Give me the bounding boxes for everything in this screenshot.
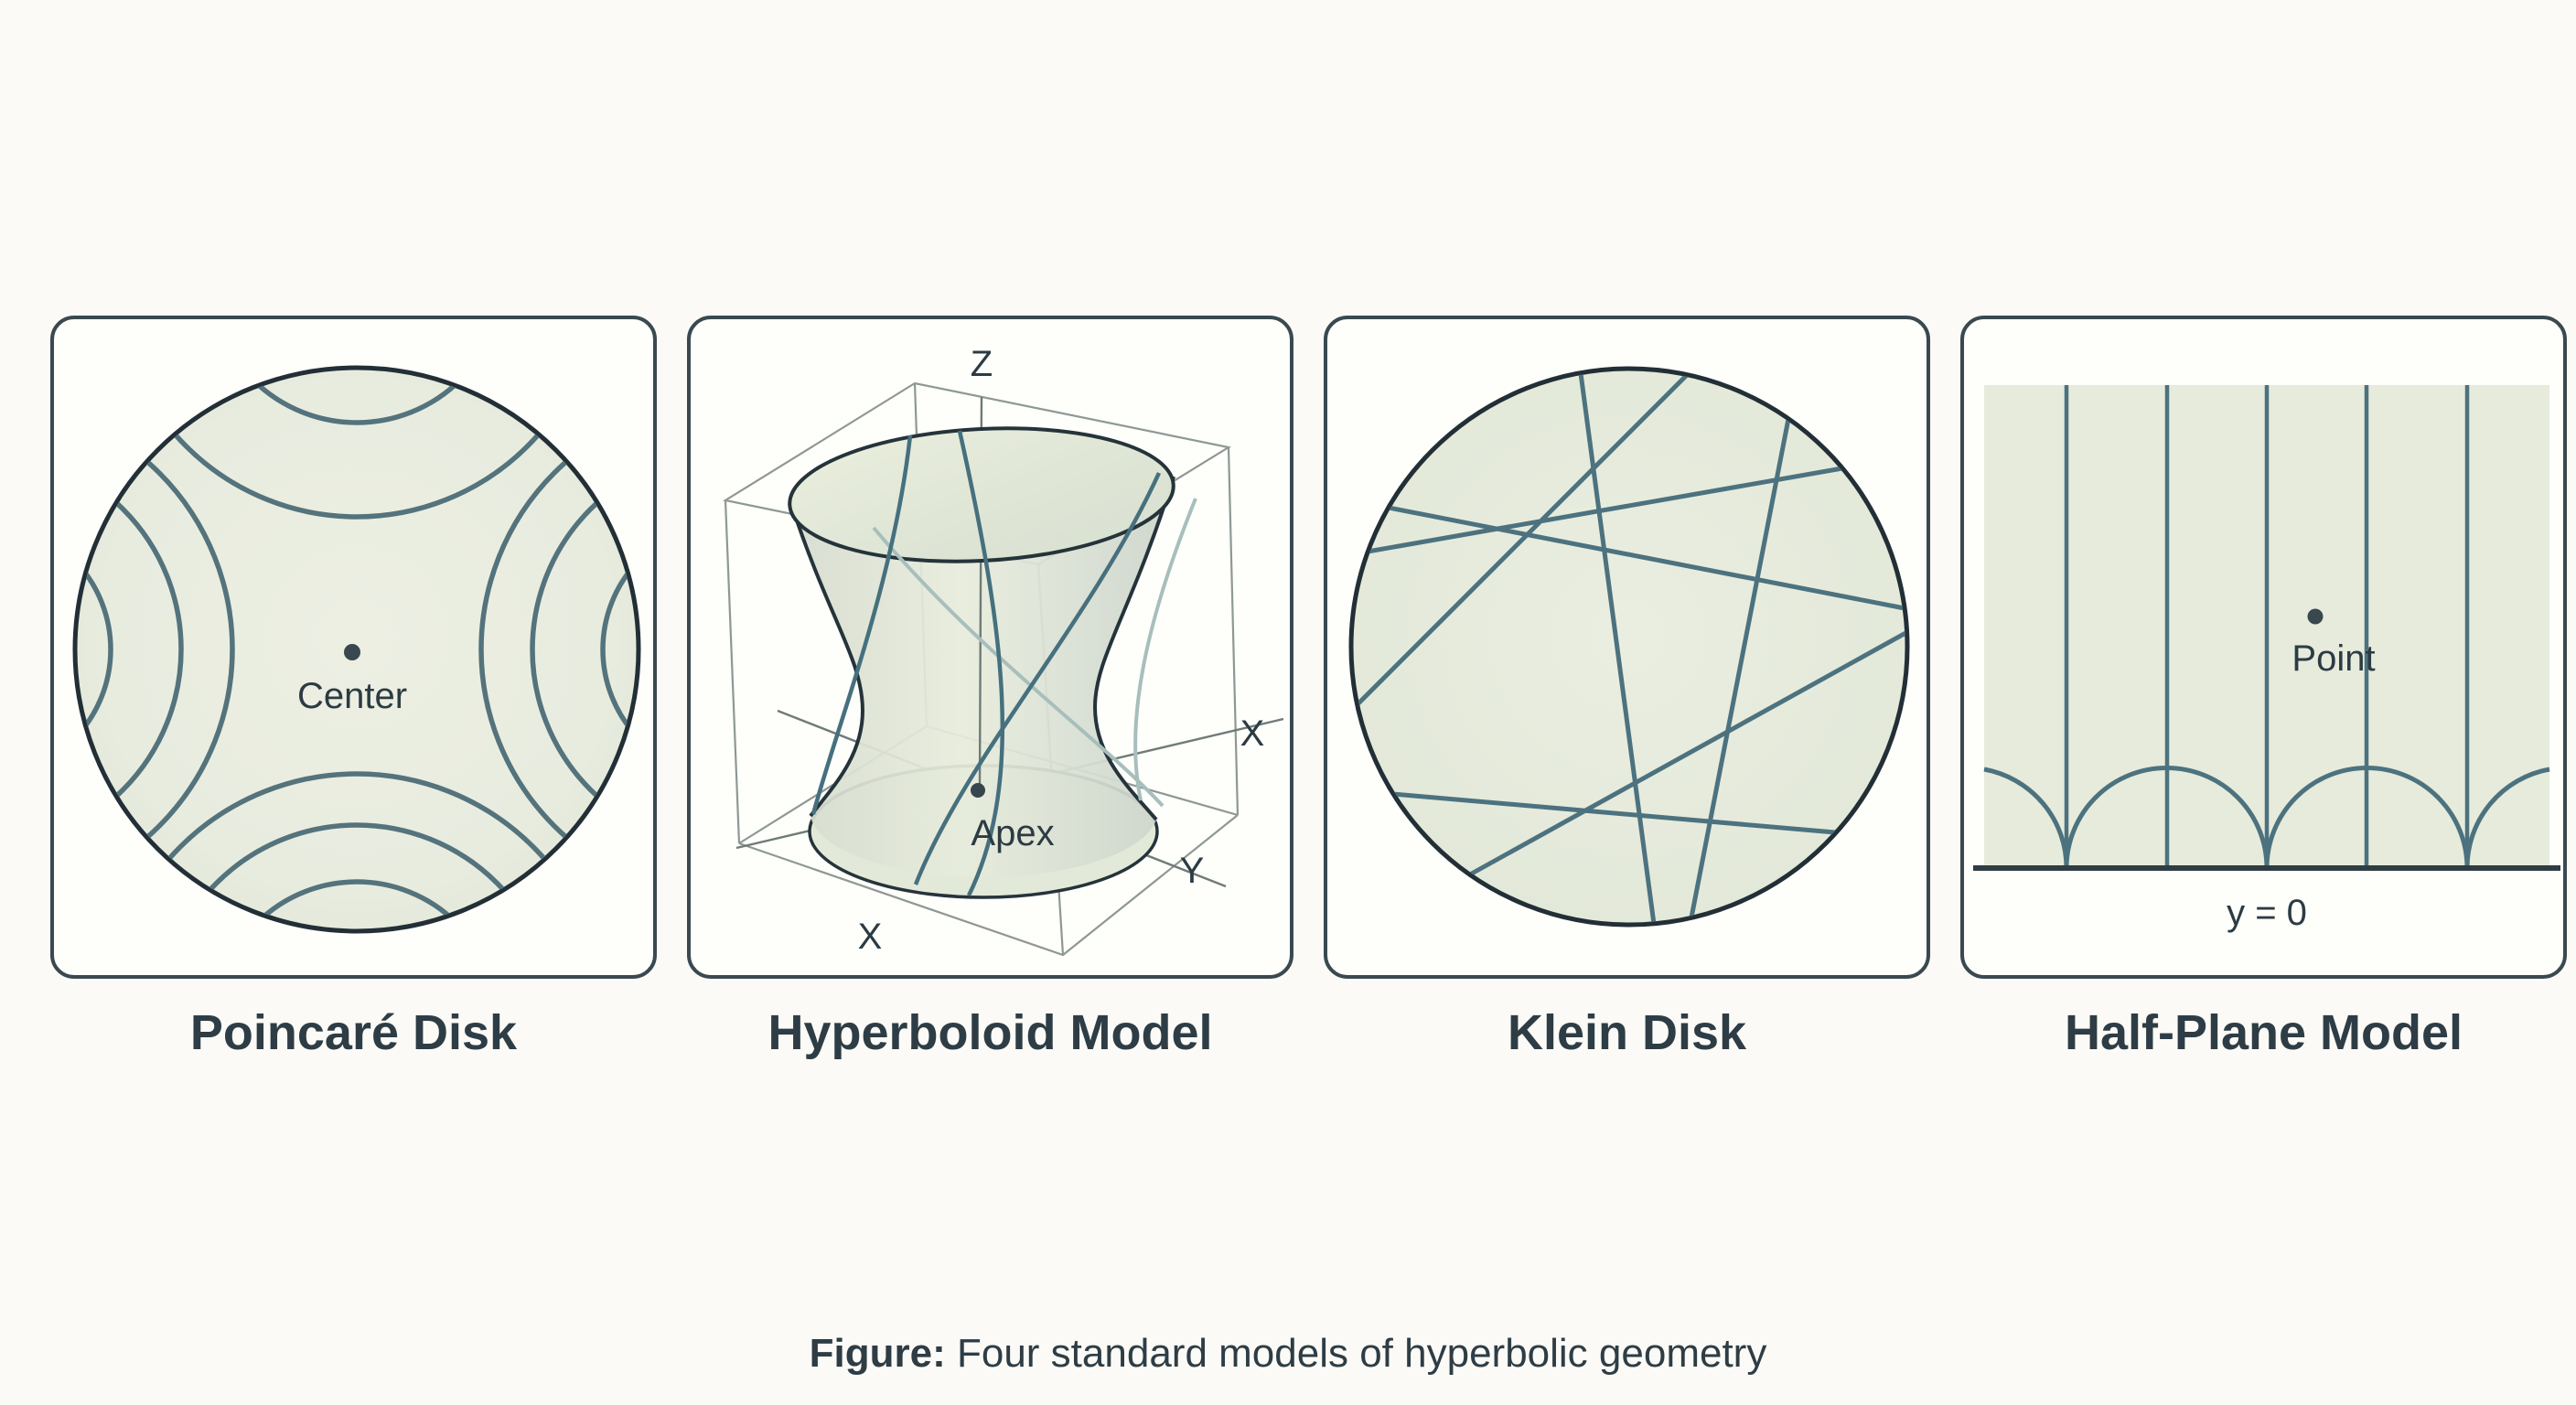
poincare-center-label: Center [297,676,407,716]
figure-caption-text: Four standard models of hyperbolic geome… [945,1331,1767,1376]
point-dot [2307,608,2324,625]
panel-klein-disk [1324,316,1930,979]
panel-poincare-disk: Center [50,316,657,979]
poincare-disk-title: Poincaré Disk [189,1005,518,1060]
x-axis-right-label: X [1240,713,1265,754]
panel-hyperboloid-model: Z X Y X Apex [687,316,1293,979]
y-axis-label: Y [1180,851,1205,891]
poincare-disk-figure: Center [72,365,641,934]
hyperboloid-model-title: Hyperboloid Model [767,1005,1213,1060]
semicircle-geodesics [1983,766,2550,869]
front-geodesics [810,430,1162,896]
half-plane-model-title: Half-Plane Model [2064,1005,2463,1060]
apex-dot [971,783,985,798]
klein-disk-title: Klein Disk [1507,1005,1747,1060]
hyperboloid-silhouette [789,476,1175,821]
poincare-geodesic-arcs [77,370,637,929]
back-geodesics [872,498,1197,808]
vertical-geodesics [2064,385,2470,868]
poincare-center-dot [344,644,360,660]
figure-caption: Figure: Four standard models of hyperbol… [0,1331,2576,1377]
figure-caption-prefix: Figure: [809,1331,946,1376]
point-label: Point [2292,638,2375,679]
z-axis-label: Z [971,344,993,384]
x-axis-bottom-label: X [858,917,883,957]
half-plane-figure: Point y = 0 [1973,385,2560,933]
klein-boundary-circle [1348,366,1910,928]
apex-label: Apex [971,813,1054,853]
baseline-label: y = 0 [2227,893,2307,933]
hyperboloid-surface [791,477,1175,877]
klein-disk-figure [1348,366,1910,928]
klein-chords [1356,372,1905,923]
panel-half-plane-model: Point y = 0 [1960,316,2567,979]
hyperboloid-figure: Z X Y X Apex [723,344,1284,957]
